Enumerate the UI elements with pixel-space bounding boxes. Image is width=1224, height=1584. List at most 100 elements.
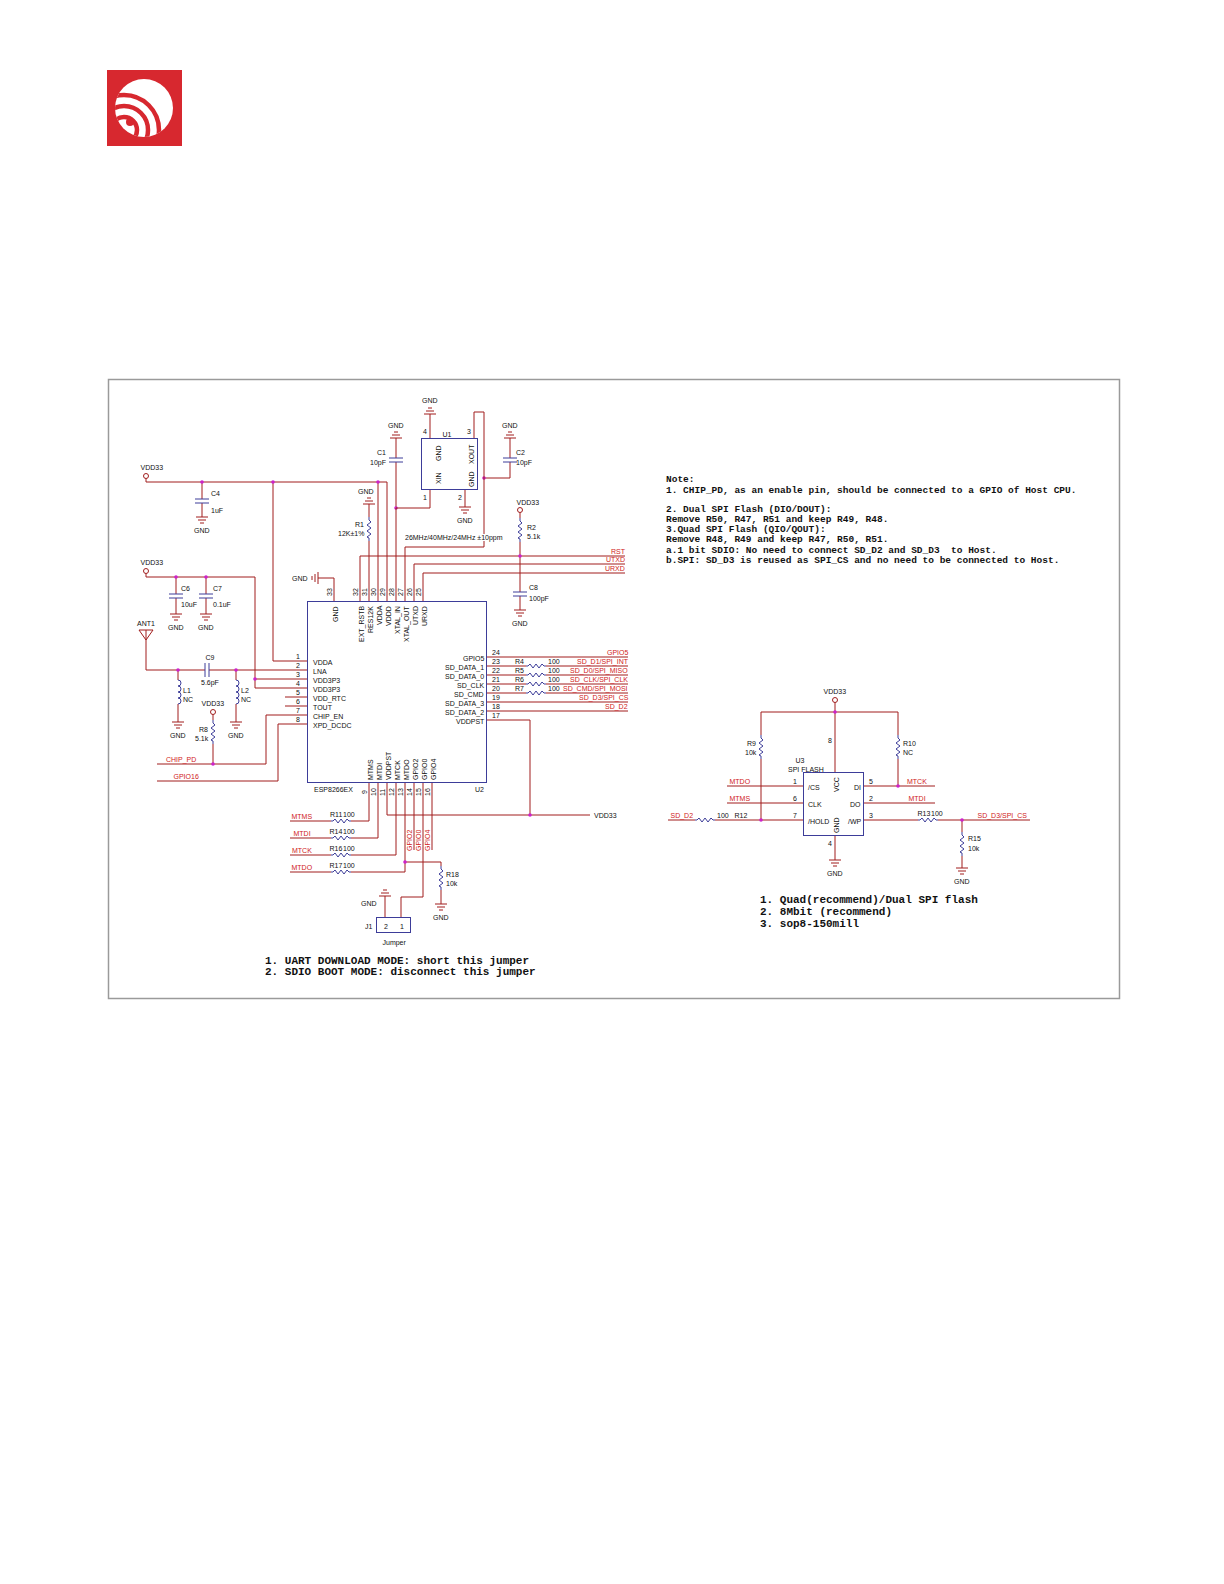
- pin-label: CHIP_EN: [313, 713, 343, 720]
- junction-dot: [176, 668, 180, 672]
- schematic-label: 10: [370, 788, 377, 796]
- part-name: SPI FLASH: [788, 766, 824, 773]
- pin-label: CLK: [808, 801, 822, 808]
- schematic-label: 2: [296, 662, 300, 669]
- wires: [139, 408, 1030, 917]
- resistor-symbol: [759, 735, 763, 759]
- logo-dot: [126, 118, 134, 126]
- schematic-label: 5.1k: [195, 735, 208, 742]
- net-label: UTXD: [606, 556, 625, 563]
- note-text: b.SPI: SD_D3 is reused as SPI_CS and no …: [666, 556, 1059, 566]
- schematic-label: R8: [199, 726, 208, 733]
- junction-dot: [211, 762, 215, 766]
- note-text: Remove R50, R47, R51 and keep R49, R48.: [666, 515, 888, 525]
- schematic-label: 33: [326, 588, 333, 596]
- net-label: RST: [611, 548, 625, 555]
- schematic-label: 16: [424, 788, 431, 796]
- junction-dot: [253, 677, 257, 681]
- pin-label: UTXD: [412, 606, 419, 625]
- note-text: 3.Quad SPI Flash (QIO/QOUT):: [666, 525, 826, 535]
- net-label: SD_CLK/SPI_CLK: [570, 676, 628, 683]
- note-text: Note:: [666, 475, 695, 485]
- pin-label: DI: [854, 784, 861, 791]
- pin-label: VDDA: [376, 606, 383, 625]
- jumper-box: J121Jumper: [376, 917, 411, 933]
- pin-label: XTAL_OUT: [403, 606, 410, 642]
- wire-connector: [396, 490, 430, 601]
- schematic-label: 22: [492, 667, 500, 674]
- pin-label: VDD3P3: [313, 686, 340, 693]
- schematic-label: VDD33: [824, 688, 847, 695]
- schematic-label: 11: [379, 788, 386, 795]
- power-symbol: [144, 569, 149, 574]
- pin-label: VCC: [833, 777, 840, 792]
- schematic-label: 5.6pF: [201, 679, 219, 686]
- ground-symbol: [200, 610, 212, 620]
- resistor-symbol: [960, 832, 964, 856]
- ground-symbol: [230, 718, 242, 728]
- schematic-label: GND: [388, 422, 404, 429]
- crystal-box: U1GNDXINGNDXOUT: [421, 438, 478, 490]
- schematic-label: NC: [903, 749, 913, 756]
- pin-label: /HOLD: [808, 818, 829, 825]
- net-label: SD_CMD/SPI_MOSI: [563, 685, 628, 692]
- net-label: GPIO5: [607, 649, 628, 656]
- pin-label: GPIO5: [463, 655, 484, 662]
- pin-label: SD_CMD: [454, 691, 484, 698]
- connectors: [396, 412, 484, 917]
- schematic-label: 30: [370, 588, 377, 596]
- ground-symbol: [956, 864, 968, 874]
- note-text: 1. UART DOWNLOAD MODE: short this jumper: [265, 956, 529, 967]
- ground-symbol: [514, 606, 526, 616]
- schematic-label: R18: [446, 871, 459, 878]
- note-text: Remove R48, R49 and keep R47, R50, R51.: [666, 535, 888, 545]
- logo-arc: [100, 106, 148, 154]
- pin-label: /CS: [808, 784, 820, 791]
- schematic-label: R14: [330, 828, 343, 835]
- schematic-label: 21: [492, 676, 500, 683]
- schematic-label: 1: [793, 778, 797, 785]
- schematic-label: 1: [296, 653, 300, 660]
- schematic-label: L2: [241, 687, 249, 694]
- schematic-label: 15: [415, 788, 422, 796]
- net-label: GPIO2: [406, 829, 413, 850]
- schematic-label: 100: [931, 810, 943, 817]
- resistor-symbol: [526, 673, 546, 677]
- pin-label: MTDI: [376, 763, 383, 780]
- junction-dot: [234, 668, 238, 672]
- pin-label: MTCK: [394, 760, 401, 780]
- schematic-label: R5: [515, 667, 524, 674]
- schematic-label: GND: [502, 422, 518, 429]
- pin-label: GND: [332, 606, 339, 622]
- net-label: MTMS: [730, 795, 751, 802]
- resistor-symbol: [331, 836, 351, 840]
- power-symbol: [833, 698, 838, 703]
- power-symbol: [518, 508, 523, 513]
- schematic-label: 7: [296, 707, 300, 714]
- logo: [89, 70, 182, 165]
- schematic-label: 25: [415, 588, 422, 596]
- schematic-label: R15: [968, 835, 981, 842]
- net-label: MTCK: [907, 778, 927, 785]
- pin-label: SD_DATA_2: [445, 709, 484, 716]
- pin-label: MTMS: [367, 759, 374, 780]
- part-name: Jumper: [383, 939, 406, 946]
- part-name: U1: [443, 431, 452, 438]
- schematic-label: 100: [343, 862, 355, 869]
- junction-dot: [833, 710, 837, 714]
- schematic-label: GND: [358, 488, 374, 495]
- schematic-label: R10: [903, 740, 916, 747]
- net-label: MTDO: [730, 778, 751, 785]
- schematic-label: 100pF: [529, 595, 549, 602]
- net-label: MTCK: [292, 847, 312, 854]
- ground-symbol: [379, 890, 391, 900]
- ground-symbol: [504, 432, 516, 442]
- schematic-label: 4: [423, 428, 427, 435]
- schematic-label: GND: [512, 620, 528, 627]
- junction-dot: [960, 818, 964, 822]
- schematic-label: R7: [515, 685, 524, 692]
- schematic-label: C6: [181, 585, 190, 592]
- logo-arcs: [89, 95, 159, 165]
- schematic-label: R11: [330, 811, 342, 818]
